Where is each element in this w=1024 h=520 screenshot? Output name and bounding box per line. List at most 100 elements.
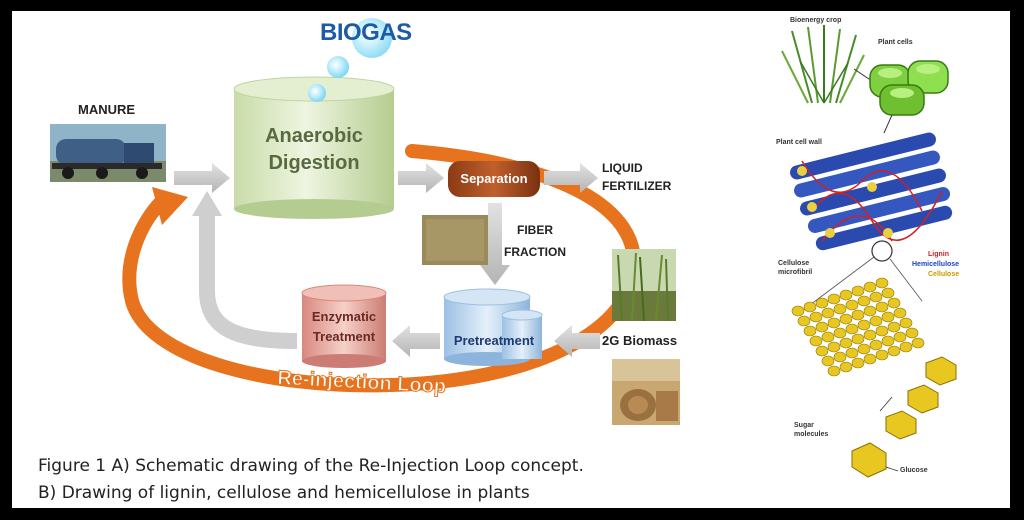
fiber-fraction-line1: FIBER xyxy=(504,219,566,241)
microfibril-strand-end xyxy=(864,330,876,340)
microfibril-strand-end xyxy=(828,342,840,352)
microfibril-strand-end xyxy=(858,296,870,306)
biogas-bubble-small xyxy=(308,84,326,102)
arrow-digester-to-separation xyxy=(398,163,444,193)
biomass-2g-label: 2G Biomass xyxy=(602,333,677,348)
fiber-fraction-label: FIBER FRACTION xyxy=(504,219,566,263)
microfibril-strand-end xyxy=(906,328,918,338)
microfibril-strand-end xyxy=(858,344,870,354)
anaerobic-label-line2: Digestion xyxy=(234,150,394,177)
caption-line2: B) Drawing of lignin, cellulose and hemi… xyxy=(38,480,584,507)
microfibril-strand-end xyxy=(852,334,864,344)
bioenergy-crop-illustration xyxy=(782,25,864,103)
microfibril-strand-end xyxy=(840,290,852,300)
microfibril-strand-end xyxy=(846,348,858,358)
microfibril-strand-end xyxy=(912,338,924,348)
microfibril-strand-end xyxy=(852,286,864,296)
microfibril-strand-end xyxy=(840,314,852,324)
microfibril-strand-end xyxy=(816,298,828,308)
microfibril-strand-end xyxy=(834,304,846,314)
microfibril-strand-end xyxy=(894,308,906,318)
glucose-label: Glucose xyxy=(900,467,928,474)
microfibril-strand-end xyxy=(864,282,876,292)
caption-line1: Figure 1 A) Schematic drawing of the Re-… xyxy=(38,453,584,480)
microfibril-strand-end xyxy=(870,316,882,326)
microfibril-strand-end xyxy=(870,292,882,302)
cellulose-microfibril-block xyxy=(792,278,924,376)
microfibril-strand-end xyxy=(810,336,822,346)
microfibril-strand-end xyxy=(888,298,900,308)
fiber-fraction-line2: FRACTION xyxy=(504,241,566,263)
microfibril-line2: microfibril xyxy=(778,268,812,277)
biomass-grass-photo xyxy=(612,249,676,321)
microfibril-strand-end xyxy=(870,340,882,350)
plant-cell-wall-label: Plant cell wall xyxy=(776,139,822,146)
microfibril-strand-end xyxy=(846,324,858,334)
separation-label: Separation xyxy=(448,171,540,186)
microfibril-strand-end xyxy=(804,302,816,312)
microfibril-strand-end xyxy=(900,318,912,328)
plant-cells-label: Plant cells xyxy=(878,39,913,46)
microfibril-strand-end xyxy=(822,356,834,366)
enzymatic-line1: Enzymatic xyxy=(302,307,386,327)
sugar-line1: Sugar xyxy=(794,421,828,430)
biogas-bubble-medium xyxy=(327,56,349,78)
microfibril-strand-end xyxy=(798,316,810,326)
manure-truck-photo xyxy=(50,124,166,182)
biogas-title: BIOGAS xyxy=(320,19,412,47)
figure-caption: Figure 1 A) Schematic drawing of the Re-… xyxy=(38,453,584,507)
microfibril-strand-end xyxy=(834,352,846,362)
microfibril-strand-end xyxy=(858,320,870,330)
figure-panel: BIOGAS MANURE Anaerobic Digestion Separa… xyxy=(12,11,1010,508)
microfibril-strand-end xyxy=(876,302,888,312)
manure-label: MANURE xyxy=(78,102,135,117)
microfibril-strand-end xyxy=(804,326,816,336)
microfibril-strand-end xyxy=(852,310,864,320)
pretreatment-vessel xyxy=(444,289,542,366)
liquid-fertilizer-line1: LIQUID xyxy=(602,159,671,177)
microfibril-strand-end xyxy=(882,288,894,298)
pretreatment-label: Pretreatment xyxy=(442,333,546,348)
pointer-cells-to-wall xyxy=(884,115,892,133)
anaerobic-label-line1: Anaerobic xyxy=(234,123,394,150)
microfibril-strand-end xyxy=(828,294,840,304)
lignin-label: Lignin xyxy=(928,251,949,258)
arrow-pretreatment-to-enzymatic xyxy=(392,325,440,357)
microfibril-strand-end xyxy=(864,354,876,364)
microfibril-strand-end xyxy=(900,342,912,352)
sugar-line2: molecules xyxy=(794,430,828,439)
microfibril-strand-end xyxy=(828,318,840,328)
microfibril-strand-end xyxy=(810,312,822,322)
microfibril-strand-end xyxy=(852,358,864,368)
hay-bale-photo xyxy=(612,359,680,425)
microfibril-strand-end xyxy=(828,366,840,376)
microfibril-strand-end xyxy=(876,350,888,360)
microfibril-strand-end xyxy=(882,312,894,322)
liquid-fertilizer-label: LIQUID FERTILIZER xyxy=(602,159,671,195)
gray-return-arrowhead xyxy=(192,191,222,216)
cellulose-microfibril-label: Cellulose microfibril xyxy=(778,259,812,277)
microfibril-strand-end xyxy=(876,326,888,336)
cellulose-label: Cellulose xyxy=(928,271,959,278)
microfibril-zoom-circle xyxy=(872,241,892,261)
bioenergy-crop-label: Bioenergy crop xyxy=(790,17,841,24)
cell-wall-fibrils-illustration xyxy=(789,131,954,252)
microfibril-strand-end xyxy=(876,278,888,288)
enzymatic-treatment-label: Enzymatic Treatment xyxy=(302,307,386,347)
microfibril-strand-end xyxy=(792,306,804,316)
enzymatic-line2: Treatment xyxy=(302,327,386,347)
microfibril-strand-end xyxy=(816,346,828,356)
plant-cells-illustration xyxy=(870,61,948,115)
microfibril-strand-end xyxy=(834,328,846,338)
microfibril-strand-end xyxy=(894,332,906,342)
microfibril-strand-end xyxy=(840,338,852,348)
microfibril-strand-end xyxy=(822,332,834,342)
microfibril-line1: Cellulose xyxy=(778,259,812,268)
microfibril-strand-end xyxy=(888,322,900,332)
arrow-manure-to-digester xyxy=(174,163,230,193)
sugar-molecules-illustration xyxy=(852,357,956,477)
microfibril-strand-end xyxy=(882,336,894,346)
microfibril-strand-end xyxy=(822,308,834,318)
microfibril-strand-end xyxy=(840,362,852,372)
